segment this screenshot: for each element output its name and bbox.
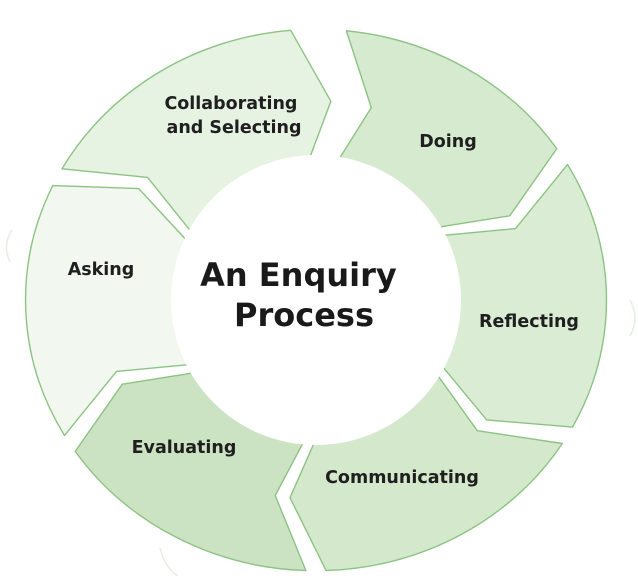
stage-labels: Doing Reflecting Communicating Evaluatin… bbox=[68, 94, 579, 488]
stage-label-collaborating-and-selecting: Collaborating and Selecting bbox=[164, 94, 303, 138]
center-title: An Enquiry Process bbox=[200, 256, 408, 334]
decorative-arc-bottom bbox=[159, 547, 179, 577]
stage-label-doing: Doing bbox=[419, 132, 477, 152]
stage-label-reflecting: Reflecting bbox=[479, 312, 579, 332]
center-title-line-1: An Enquiry bbox=[200, 256, 397, 294]
decorative-arc-left bbox=[5, 229, 13, 263]
stage-label-asking: Asking bbox=[68, 260, 135, 280]
center-circle bbox=[171, 155, 461, 445]
decorative-arc-right bbox=[629, 299, 636, 337]
stage-label-evaluating: Evaluating bbox=[132, 438, 237, 458]
stage-label-communicating: Communicating bbox=[325, 468, 479, 488]
center-title-line-2: Process bbox=[234, 296, 374, 334]
